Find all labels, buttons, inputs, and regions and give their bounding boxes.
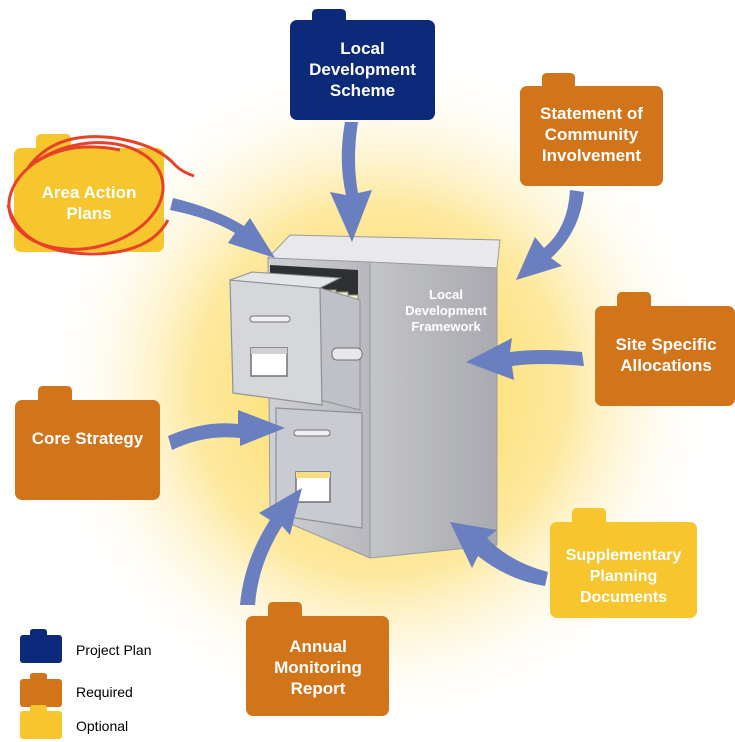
legend-swatch-required: [20, 673, 62, 707]
folder-cs[interactable]: [15, 386, 160, 500]
folder-lds[interactable]: [290, 9, 435, 120]
label-local-development-scheme: Local Development Scheme: [309, 39, 416, 100]
arrow-cs: [168, 410, 285, 450]
legend-swatch-optional: [20, 705, 62, 739]
label-core-strategy: Core Strategy: [31, 429, 144, 448]
folder-spd[interactable]: [550, 508, 697, 618]
arrow-spd: [450, 522, 548, 586]
legend-label-required: Required: [76, 684, 133, 700]
legend: [20, 629, 62, 739]
label-area-action-plans: Area Action Plans: [41, 183, 137, 223]
folder-amr[interactable]: [246, 602, 389, 716]
legend-label-optional: Optional: [76, 718, 129, 734]
folder-sci[interactable]: [520, 73, 663, 186]
arrow-amr: [240, 488, 302, 605]
filing-cabinet: [229, 234, 501, 559]
arrow-ssa: [466, 338, 584, 380]
arrow-lds: [330, 122, 372, 242]
label-site-specific-allocations: Site Specific Allocations: [615, 335, 717, 375]
label-annual-monitoring-report: Annual Monitoring Report: [274, 637, 362, 698]
label-local-development-framework: Local Development Framework: [405, 287, 487, 334]
folder-ssa[interactable]: [595, 292, 735, 406]
label-statement-of-community-involvement: Statement of Community Involvement: [540, 104, 643, 165]
arrow-aap: [170, 198, 275, 258]
arrow-sci: [516, 190, 584, 280]
arrows: [168, 122, 584, 605]
label-supplementary-planning-documents: Supplementary Planning Documents: [565, 547, 682, 606]
folder-aap[interactable]: [14, 134, 164, 252]
highlight-circle: [6, 135, 195, 256]
legend-label-project-plan: Project Plan: [76, 642, 152, 658]
legend-swatch-project-plan: [20, 629, 62, 663]
